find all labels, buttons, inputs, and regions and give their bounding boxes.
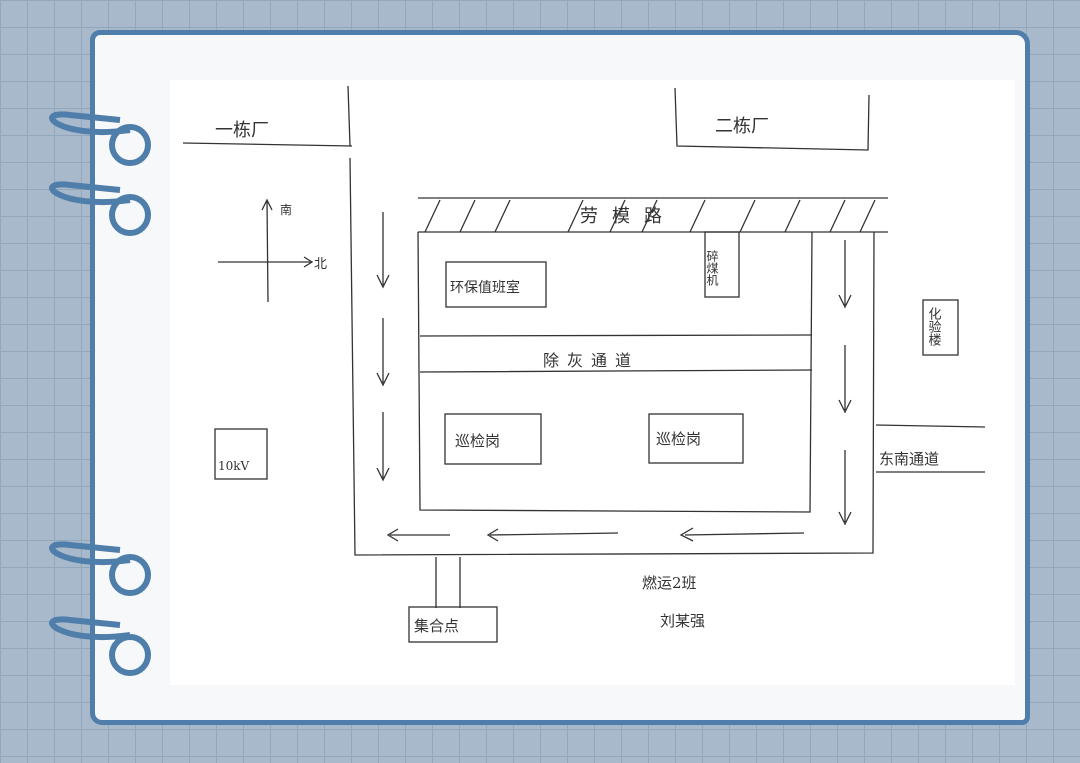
plant-outline — [417, 231, 813, 513]
compass-north-label: 北 — [314, 257, 327, 272]
substation-box — [214, 428, 268, 480]
ring-icon — [49, 181, 131, 206]
env-duty-room-label: 环保值班室 — [450, 279, 520, 296]
coal-crusher-box — [704, 231, 740, 298]
compass-south-label: 南 — [280, 202, 292, 217]
team-label: 燃运2班 — [642, 574, 697, 592]
substation-label: 10kV — [218, 459, 250, 473]
coal-crusher-label: 碎煤机 — [705, 249, 719, 286]
lab-building-label: 化验楼 — [926, 307, 942, 346]
road-outline — [349, 157, 888, 556]
ash-channel-lines — [419, 334, 813, 373]
post-1-label: 巡检岗 — [455, 432, 500, 450]
lab-building-box — [922, 299, 959, 356]
env-duty-room-box — [445, 261, 547, 308]
building-1-label: 一栋厂 — [215, 120, 269, 141]
ring-icon — [49, 111, 131, 136]
ring-icon — [49, 541, 131, 566]
assembly-point-box — [408, 606, 498, 643]
exit-path — [435, 557, 461, 608]
building-2-label: 二栋厂 — [715, 116, 769, 137]
post-2-box — [648, 413, 744, 464]
binder-rings — [49, 111, 151, 676]
building-2-outline — [674, 87, 870, 151]
post-2-label: 巡检岗 — [656, 430, 701, 448]
road-label: 劳模路 — [580, 206, 676, 227]
compass-icon — [218, 198, 314, 303]
southeast-channel-lines — [875, 424, 986, 473]
road-hatching — [424, 199, 876, 233]
author-label: 刘某强 — [660, 612, 705, 630]
post-1-box — [444, 413, 542, 465]
building-1-outline — [182, 85, 353, 147]
assembly-point-label: 集合点 — [414, 617, 459, 635]
southeast-channel-label: 东南通道 — [879, 450, 939, 468]
ring-icon — [49, 616, 131, 641]
evacuation-arrows — [376, 212, 852, 542]
ash-channel-label: 除灰通道 — [543, 351, 639, 370]
